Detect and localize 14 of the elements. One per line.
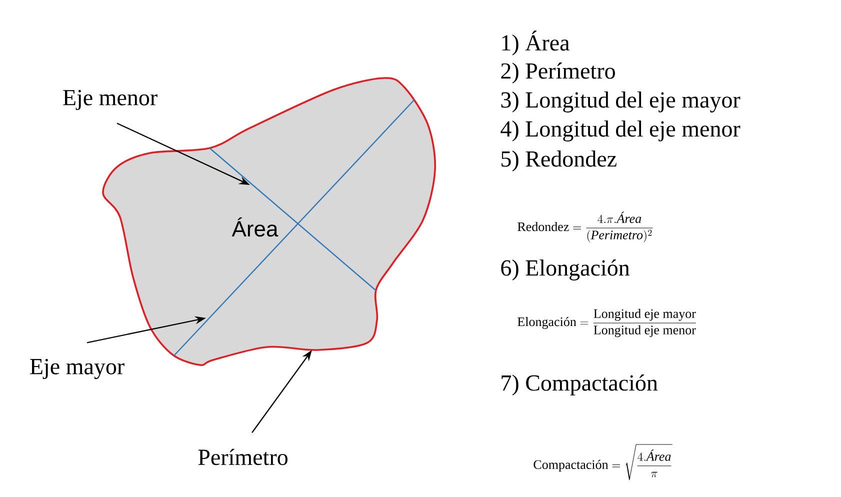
callout-text: Eje mayor xyxy=(30,358,124,380)
callout-text: Eje menor xyxy=(63,90,158,110)
formula: $\text{Redondez} = \frac{4.\pi.\textit{Área}}{(\textit{Perimetro})^{2}}$ xyxy=(518,212,653,242)
list-item: 1) Área xyxy=(502,30,570,56)
list-item: 4) Longitud del eje menor xyxy=(500,120,740,142)
area-label: Área xyxy=(232,217,278,237)
list-item: 7) Compactación xyxy=(502,374,658,396)
callout-text: Perímetro xyxy=(198,448,288,466)
list-item: 2) Perímetro xyxy=(501,62,615,84)
formula: $\text{Elongación} = \frac{\text{Longitud eje mayor}}{\text{Longitud eje menor}}$ xyxy=(518,308,696,338)
formula: $\text{Compactación} = \sqrt{\frac{4.\textit{Área}}{\pi}}$ xyxy=(534,444,672,480)
list-item: 6) Elongación xyxy=(501,260,630,280)
list-item: 5) Redondez xyxy=(502,150,616,172)
list-item: 3) Longitud del eje mayor xyxy=(501,92,740,112)
